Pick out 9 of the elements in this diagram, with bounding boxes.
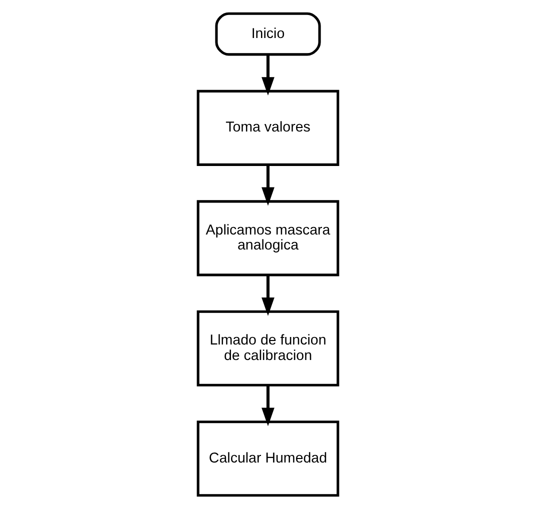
node-box: Toma valores xyxy=(196,89,339,166)
arrow xyxy=(261,54,274,96)
node-box: Aplicamos mascara analogica xyxy=(196,200,339,276)
arrow xyxy=(261,164,274,206)
node-box: Inicio xyxy=(214,12,320,56)
arrow xyxy=(261,274,274,316)
arrow xyxy=(261,384,274,426)
node-box: Llmado de funcion de calibracion xyxy=(196,310,339,386)
node-box: Calcular Humedad xyxy=(196,420,339,496)
